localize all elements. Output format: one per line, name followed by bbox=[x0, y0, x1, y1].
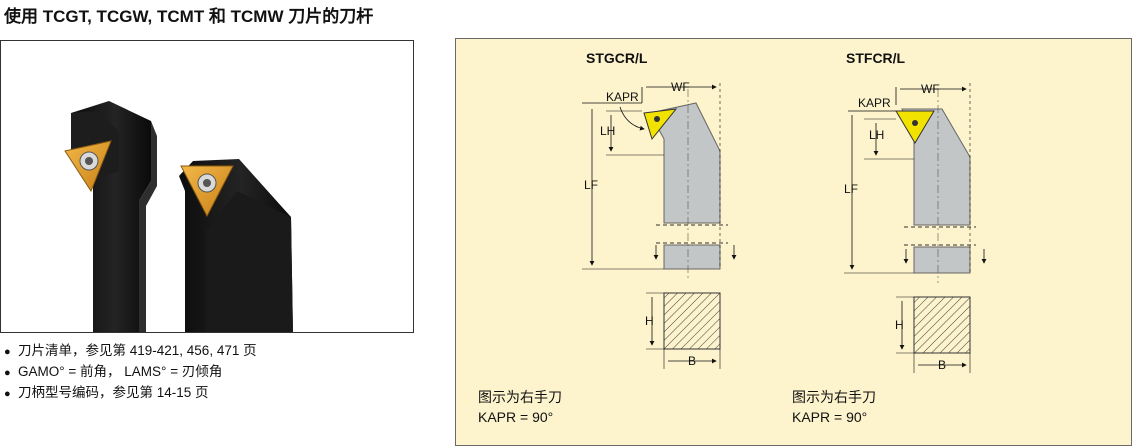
diagram-stgcr: STGCR/L WF KAPR LH bbox=[582, 50, 737, 369]
dimension-panel: STGCR/L WF KAPR LH bbox=[455, 38, 1132, 446]
kapr-label: KAPR bbox=[606, 90, 639, 104]
note-item: ●刀柄型号编码，参见第 14-15 页 bbox=[4, 383, 257, 404]
holder-right bbox=[179, 159, 293, 332]
kapr-label: KAPR bbox=[858, 96, 891, 110]
note-item: ●刀片清单，参见第 419-421, 456, 471 页 bbox=[4, 341, 257, 362]
notes-list: ●刀片清单，参见第 419-421, 456, 471 页 ●GAMO° = 前… bbox=[4, 341, 257, 404]
dimension-drawings: STGCR/L WF KAPR LH bbox=[582, 50, 987, 373]
lh-label: LH bbox=[600, 124, 615, 138]
bullet-icon: ● bbox=[4, 367, 11, 379]
caption-stfcr: 图示为右手刀 KAPR = 90° bbox=[792, 389, 876, 425]
bullet-icon: ● bbox=[4, 346, 11, 358]
holder-left bbox=[64, 101, 157, 332]
lf-label: LF bbox=[844, 182, 858, 196]
diagram-stfcr: STFCR/L WF KAPR LH bbox=[844, 50, 987, 373]
diagram-title: STGCR/L bbox=[586, 50, 648, 66]
b-label: B bbox=[938, 358, 946, 372]
tool-holders-image bbox=[64, 101, 293, 332]
product-photo bbox=[0, 40, 414, 333]
h-label: H bbox=[645, 314, 654, 328]
wf-label: WF bbox=[671, 80, 690, 94]
lf-label: LF bbox=[584, 178, 598, 192]
caption-stgcr: 图示为右手刀 KAPR = 90° bbox=[478, 389, 562, 425]
bullet-icon: ● bbox=[4, 388, 11, 400]
note-item: ●GAMO° = 前角， LAMS° = 刃倾角 bbox=[4, 362, 257, 383]
h-label: H bbox=[895, 318, 904, 332]
page-title: 使用 TCGT, TCGW, TCMT 和 TCMW 刀片的刀杆 bbox=[4, 7, 374, 26]
b-label: B bbox=[688, 354, 696, 368]
diagram-title: STFCR/L bbox=[846, 50, 906, 66]
wf-label: WF bbox=[921, 82, 940, 96]
lh-label: LH bbox=[869, 128, 884, 142]
